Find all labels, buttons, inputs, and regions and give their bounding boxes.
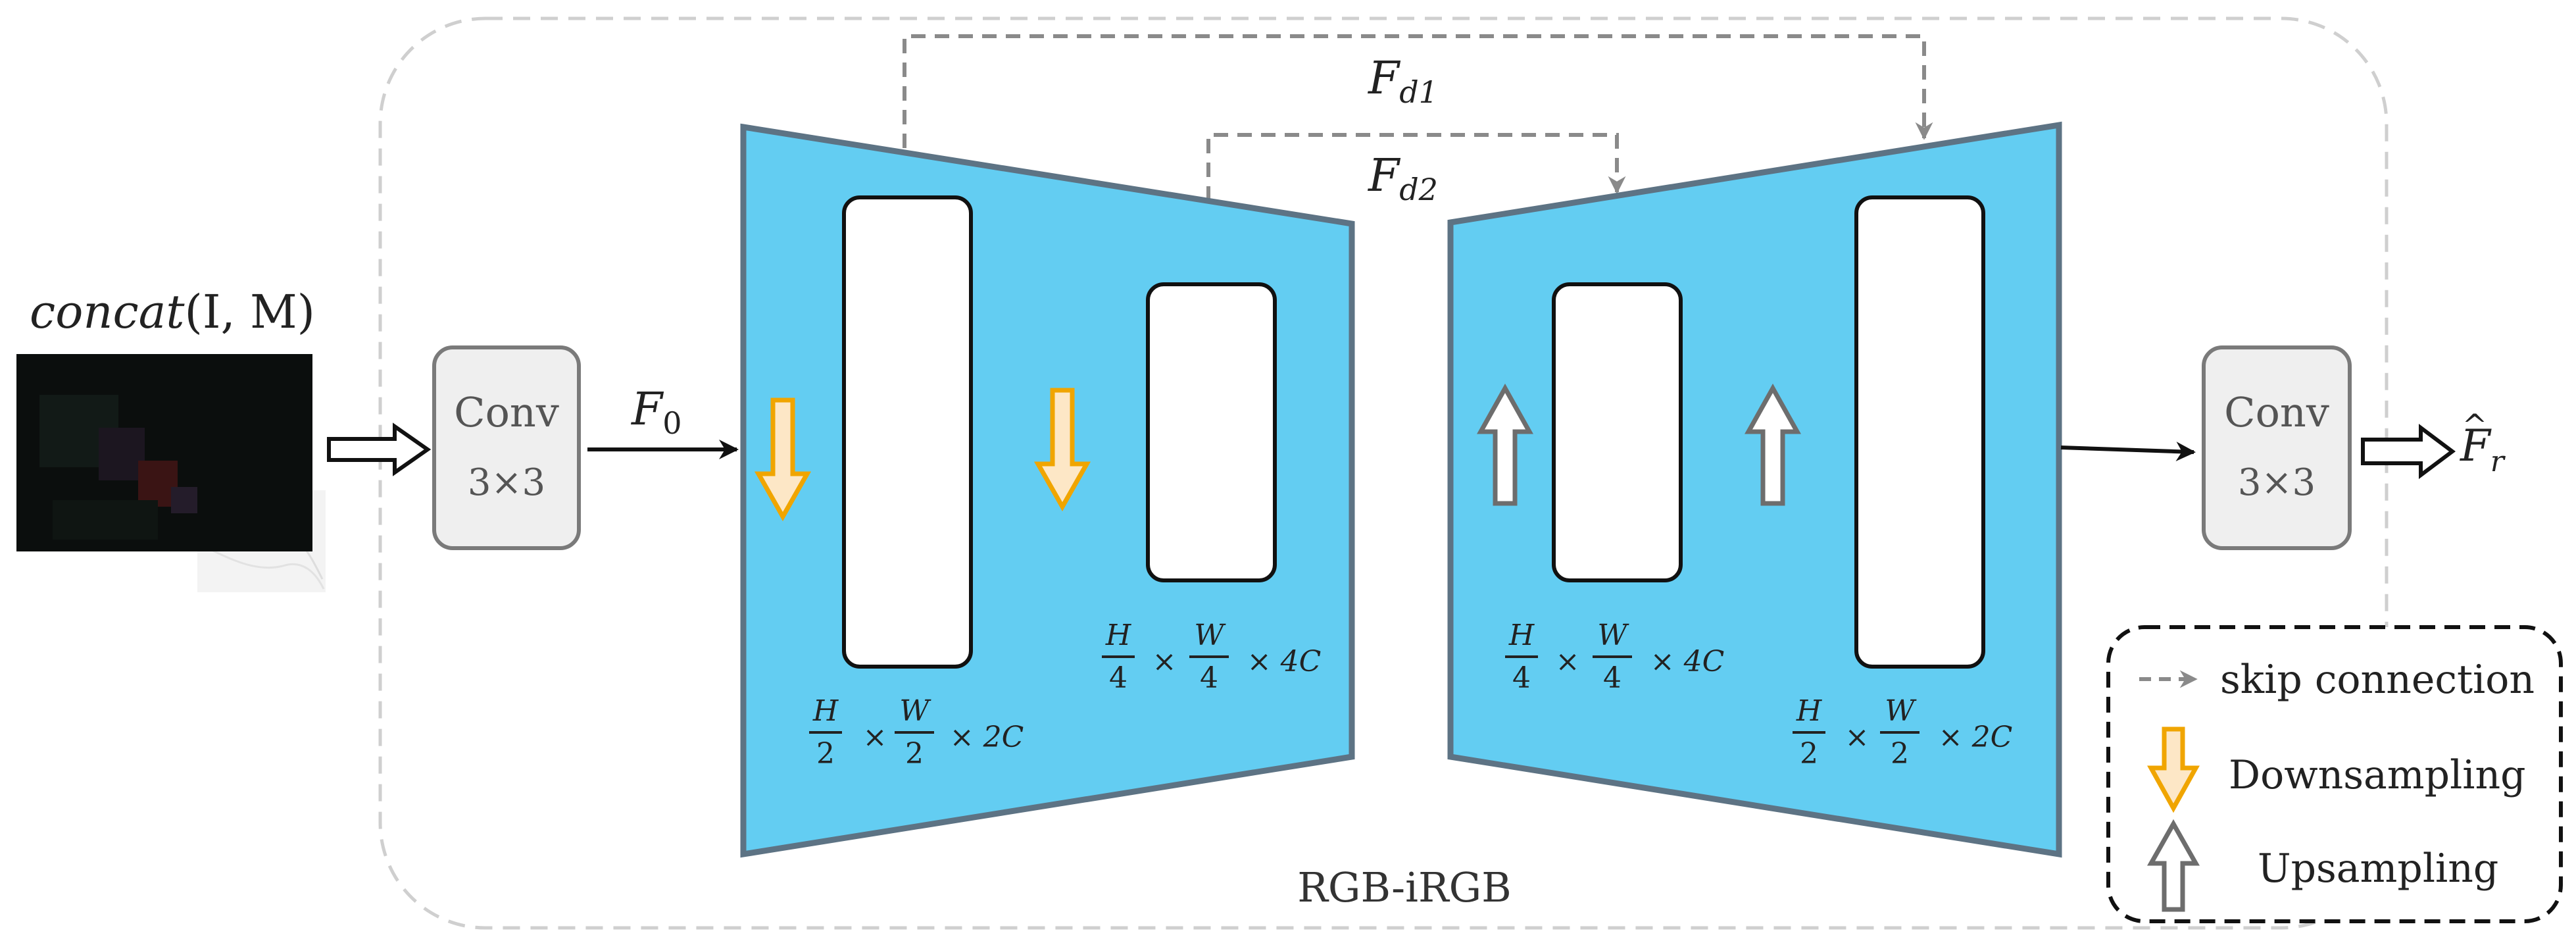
svg-text:H: H [812, 694, 839, 728]
svg-text:×: × [1845, 721, 1870, 754]
input-label: concat(I, M) [30, 285, 315, 339]
conv-left-line2: 3×3 [468, 461, 545, 504]
f0-label: F0 [630, 384, 681, 441]
svg-text:4: 4 [1512, 661, 1531, 695]
dim-label-dec2: H 4 × W 4 × 4C [1505, 619, 1724, 695]
svg-text:2: 2 [816, 737, 835, 771]
skip-connection-fd1 [903, 34, 1933, 148]
svg-text:W: W [1194, 619, 1226, 652]
fd1-label: Fd1 [1367, 53, 1438, 110]
svg-text:H: H [1796, 694, 1823, 728]
decoder-output-arrow [2060, 442, 2196, 462]
container-label: RGB-iRGB [1297, 863, 1511, 911]
output-label: Fr [2460, 421, 2506, 478]
input-image [16, 354, 326, 592]
svg-text:W: W [1597, 619, 1629, 652]
input-hollow-arrow [327, 422, 432, 476]
svg-text:× 2C: × 2C [950, 721, 1024, 754]
svg-text:2: 2 [905, 737, 924, 771]
conv-right-box [2202, 345, 2352, 550]
decoder-block-2 [1552, 282, 1683, 582]
svg-text:×: × [1556, 645, 1580, 678]
legend-down-label: Downsampling [2229, 752, 2526, 798]
rgb-irgb-container [378, 16, 2389, 930]
svg-text:2: 2 [1800, 737, 1818, 771]
encoder-block-1 [842, 195, 973, 669]
svg-text:H: H [1105, 619, 1132, 652]
output-hollow-arrow [2361, 424, 2456, 479]
dim-label-dec1: H 2 × W 2 × 2C [1793, 694, 2012, 771]
legend-down-icon [2147, 726, 2200, 813]
conv-left-line1: Conv [454, 388, 559, 436]
legend-skip-label: skip connection [2220, 657, 2535, 703]
conv-right-line1: Conv [2224, 388, 2329, 436]
svg-text:W: W [899, 694, 931, 728]
svg-text:4: 4 [1603, 661, 1622, 695]
dim-label-enc1: H 2 × W 2 × 2C [809, 694, 1024, 771]
conv-right-line2: 3×3 [2238, 461, 2316, 504]
encoder-block-2 [1146, 282, 1277, 582]
legend-up-icon [2146, 819, 2200, 912]
svg-text:×: × [1152, 645, 1177, 678]
legend-up-label: Upsampling [2258, 846, 2498, 892]
fd2-label: Fd2 [1367, 150, 1438, 207]
svg-text:W: W [1885, 694, 1917, 728]
downsampling-arrow-1 [754, 397, 812, 522]
skip-connection-fd2 [1206, 133, 1626, 201]
svg-text:× 4C: × 4C [1650, 645, 1725, 678]
svg-text:H: H [1508, 619, 1535, 652]
svg-text:4: 4 [1200, 661, 1218, 695]
output-label-hat: ^ [2462, 407, 2488, 443]
conv-left-box [432, 345, 581, 550]
svg-text:4: 4 [1109, 661, 1127, 695]
legend-box [2106, 625, 2563, 923]
decoder-block-1 [1854, 195, 1985, 669]
upsampling-arrow-2 [1745, 383, 1801, 506]
svg-text:× 2C: × 2C [1939, 721, 2013, 754]
svg-text:× 4C: × 4C [1247, 645, 1322, 678]
svg-text:×: × [863, 721, 887, 754]
downsampling-arrow-2 [1033, 388, 1091, 512]
dim-label-enc2: H 4 × W 4 × 4C [1102, 619, 1321, 695]
upsampling-arrow-1 [1477, 383, 1533, 506]
svg-text:2: 2 [1891, 737, 1909, 771]
